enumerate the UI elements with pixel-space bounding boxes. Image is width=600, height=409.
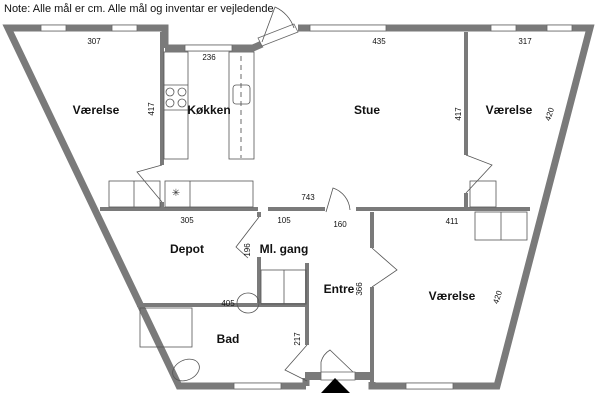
dim-417-left: 417	[147, 102, 156, 116]
dim-420-top: 420	[543, 106, 556, 122]
dimension-labels: 307 236 435 317 417 417 420 743 305 105 …	[87, 37, 556, 346]
dim-305: 305	[180, 216, 194, 225]
bedroom-bottom-door	[371, 247, 398, 288]
dim-417-right: 417	[454, 107, 463, 121]
entrance-arrow-icon	[321, 378, 350, 393]
room-vaerelse-right: Værelse	[486, 103, 533, 117]
room-stue: Stue	[354, 103, 380, 117]
room-vaerelse-bottom: Værelse	[429, 289, 476, 303]
dim-366: 366	[355, 282, 364, 296]
stue-door	[325, 187, 351, 213]
dim-435: 435	[372, 37, 386, 46]
balcony-door[interactable]	[257, 6, 299, 47]
dim-307: 307	[87, 37, 101, 46]
depot-door	[235, 216, 260, 259]
svg-text:✳: ✳	[172, 188, 180, 199]
bedroom-right-door	[465, 154, 493, 194]
dim-196: 196	[243, 243, 252, 257]
washbasin-icon	[236, 292, 260, 314]
dim-411: 411	[446, 217, 459, 226]
windows	[40, 24, 573, 390]
room-vaerelse-left: Værelse	[73, 103, 120, 117]
dim-405: 405	[221, 299, 235, 308]
kitchen-door	[136, 164, 163, 203]
room-entre: Entre	[324, 282, 355, 296]
room-kokken: Køkken	[187, 103, 230, 117]
dim-217: 217	[293, 332, 302, 346]
note-text: Note: Alle mål er cm. Alle mål og invent…	[4, 3, 274, 15]
dim-160: 160	[333, 220, 347, 229]
interior-walls	[100, 32, 530, 386]
room-ml-gang: Ml. gang	[260, 242, 309, 256]
room-labels: Værelse Køkken Stue Værelse Depot Ml. ga…	[73, 103, 533, 346]
room-bad: Bad	[217, 332, 240, 346]
dim-105: 105	[277, 216, 291, 225]
bath-door	[284, 344, 308, 382]
dim-743: 743	[301, 193, 315, 202]
dim-236: 236	[202, 53, 216, 62]
toilet-icon	[172, 358, 200, 382]
entrance-door	[320, 349, 354, 373]
room-depot: Depot	[170, 242, 204, 256]
doors	[136, 154, 493, 382]
furniture: ✳	[108, 51, 528, 382]
dim-317: 317	[518, 37, 532, 46]
sink-icon	[232, 84, 251, 105]
dim-420-bottom: 420	[491, 289, 504, 305]
